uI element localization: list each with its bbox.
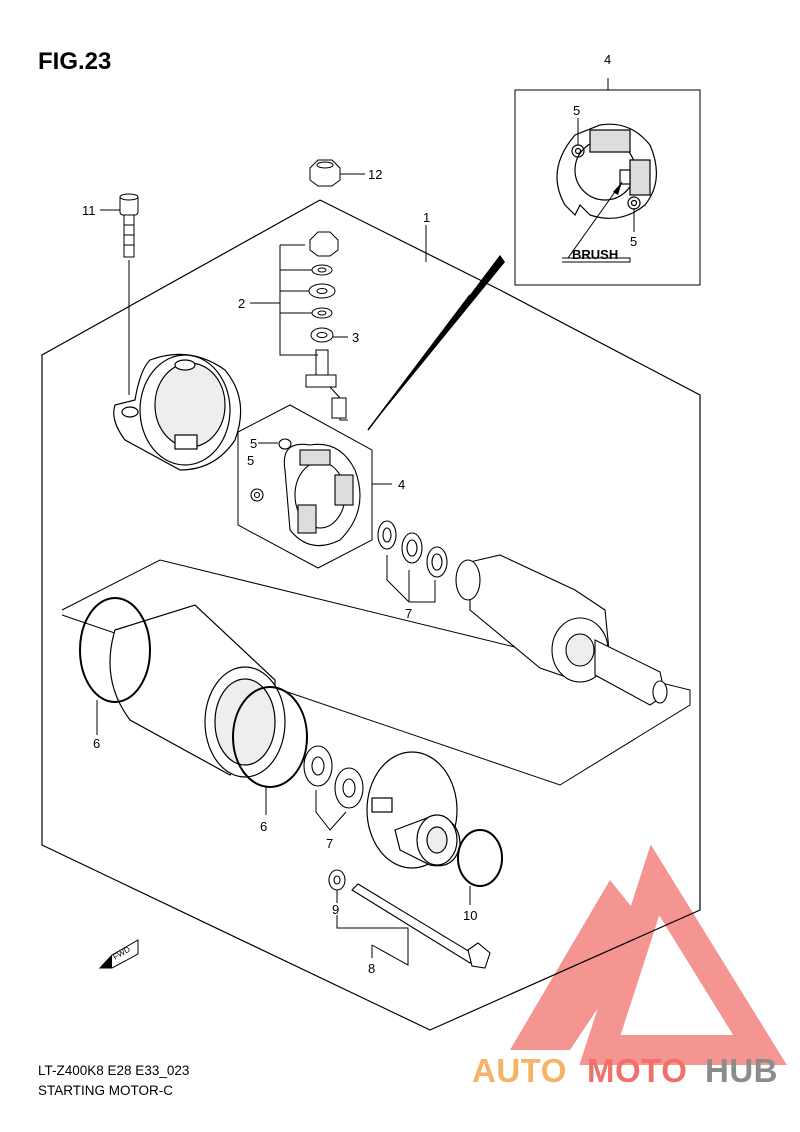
washer-9-icon	[328, 869, 346, 891]
long-bolt-8-icon	[351, 883, 491, 969]
nut-12-icon	[309, 159, 341, 187]
section-name: STARTING MOTOR-C	[38, 1083, 173, 1098]
callout-1: 1	[423, 210, 430, 225]
figure-title: FIG.23	[38, 48, 112, 75]
motor-group-outline	[61, 559, 691, 786]
washer-set-7-upper-icon	[377, 520, 448, 578]
callout-5-inset-bottom: 5	[630, 234, 637, 249]
callout-4-inset: 4	[604, 52, 611, 67]
watermark-part-2: MOTO	[587, 1052, 687, 1089]
o-ring-6-left-icon	[79, 597, 151, 703]
watermark-logo-icon	[510, 844, 787, 1065]
callout-5-inset-top: 5	[573, 103, 580, 118]
callout-10: 10	[463, 908, 477, 923]
armature-icon	[455, 554, 668, 706]
fwd-arrow-icon: FWD	[98, 939, 139, 969]
callout-6-left: 6	[93, 736, 100, 751]
callout-9: 9	[332, 902, 339, 917]
callout-7-upper: 7	[405, 606, 412, 621]
o-ring-6-right-icon	[232, 686, 308, 788]
callout-8: 8	[368, 961, 375, 976]
brush-holder-outline	[237, 404, 373, 569]
brush-label: BRUSH	[572, 247, 618, 262]
brush-plate-inset-icon	[556, 123, 658, 219]
o-ring-10-icon	[457, 829, 503, 887]
callout-4-main: 4	[398, 477, 405, 492]
callout-5-main-a: 5	[250, 436, 257, 451]
callout-6-right: 6	[260, 819, 267, 834]
callout-12: 12	[368, 167, 382, 182]
watermark-text: AUTO MOTO HUB	[472, 1052, 778, 1089]
terminal-set-2-icon	[305, 231, 348, 421]
callout-2: 2	[238, 296, 245, 311]
brush-inset-frame	[514, 89, 701, 286]
rear-cover-icon	[113, 353, 242, 471]
callout-5-main-b: 5	[247, 453, 254, 468]
washer-set-7-lower-icon	[303, 745, 364, 809]
bolt-11-icon	[119, 193, 139, 258]
callout-3: 3	[352, 330, 359, 345]
model-code: LT-Z400K8 E28 E33_023	[38, 1063, 190, 1078]
callout-11: 11	[82, 203, 96, 218]
assembly-outline	[41, 199, 701, 1031]
callout-7-lower: 7	[326, 836, 333, 851]
watermark-part-1: AUTO	[472, 1052, 567, 1089]
inset-pointer	[368, 255, 505, 430]
front-cover-icon	[366, 751, 461, 869]
watermark-part-3: HUB	[705, 1052, 778, 1089]
brush-holder-icon	[250, 438, 361, 547]
